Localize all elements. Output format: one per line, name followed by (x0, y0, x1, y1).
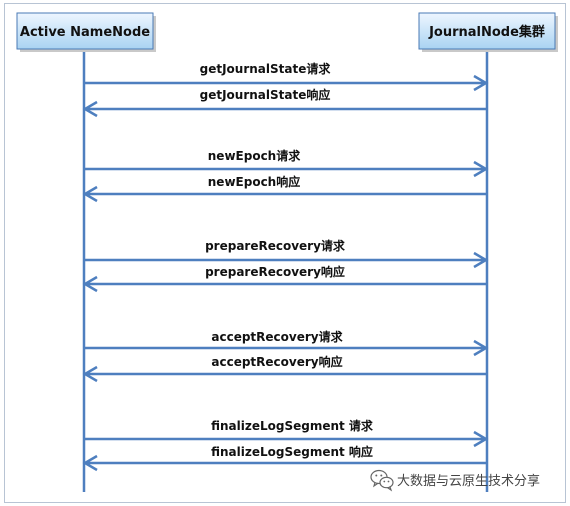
message-group-get-journal-state: getJournalState请求 getJournalState响应 (82, 61, 489, 118)
message-group-accept-recovery: acceptRecovery请求 acceptRecovery响应 (82, 329, 489, 383)
message-arrow (85, 251, 489, 269)
message-group-finalize-log-segment: finalizeLogSegment 请求 finalizeLogSegment… (82, 418, 489, 472)
message-label: getJournalState响应 (200, 87, 331, 102)
wechat-icon (370, 469, 394, 492)
message-label: newEpoch响应 (208, 174, 300, 189)
actor-label-active-namenode: Active NameNode (20, 25, 150, 40)
message-label: newEpoch请求 (208, 148, 301, 163)
message-label: finalizeLogSegment 响应 (211, 444, 373, 459)
message-group-new-epoch: newEpoch请求 newEpoch响应 (82, 148, 489, 203)
message-arrow (85, 160, 489, 178)
message-arrow (82, 100, 486, 118)
watermark: 大数据与云原生技术分享 (370, 469, 540, 492)
actor-journalnode-cluster: JournalNode集群 (418, 12, 558, 52)
watermark-text: 大数据与云原生技术分享 (397, 473, 540, 489)
message-group-prepare-recovery: prepareRecovery请求 prepareRecovery响应 (82, 238, 489, 293)
actor-label-journalnode-cluster: JournalNode集群 (428, 24, 545, 40)
diagram-frame (4, 3, 566, 503)
message-label: acceptRecovery响应 (211, 354, 342, 369)
message-label: getJournalState请求 (200, 61, 332, 76)
message-label: acceptRecovery请求 (211, 329, 343, 344)
actor-active-namenode: Active NameNode (16, 12, 156, 52)
message-arrow (85, 339, 489, 357)
message-arrow (85, 74, 489, 92)
message-arrow (85, 430, 489, 448)
message-arrow (82, 275, 486, 293)
message-label: prepareRecovery响应 (205, 264, 345, 279)
message-label: prepareRecovery请求 (205, 238, 346, 253)
message-arrow (82, 365, 486, 383)
message-label: finalizeLogSegment 请求 (211, 418, 374, 433)
message-arrow (82, 185, 486, 203)
message-arrow (82, 454, 486, 472)
